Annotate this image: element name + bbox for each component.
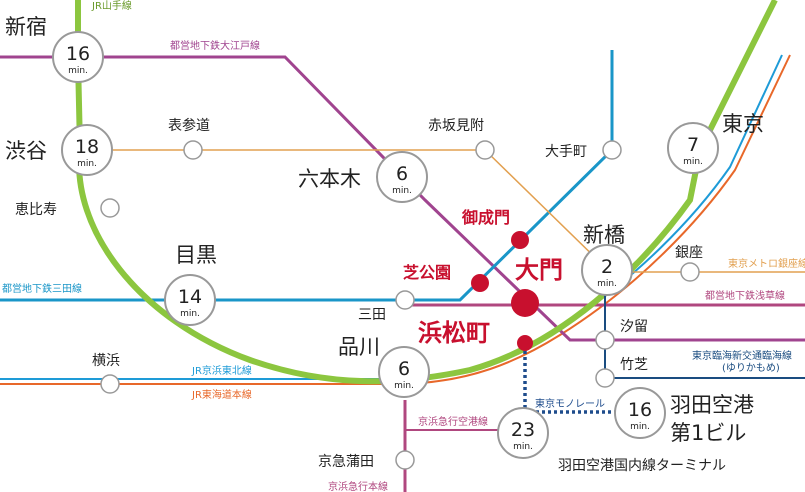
name-ginza: 銀座 <box>675 245 703 261</box>
label-tokaido: JR東海道本線 <box>191 388 252 401</box>
name-ebisu: 恵比寿 <box>15 201 57 218</box>
time-shinjuku: 16 <box>66 43 90 65</box>
line-oedo <box>0 55 805 342</box>
name-shinjuku: 新宿 <box>5 15 47 39</box>
unit-shibuya: min. <box>77 159 97 169</box>
name-takeshiba: 竹芝 <box>620 357 648 373</box>
name-daimon: 大門 <box>515 256 563 284</box>
name-shibakoen: 芝公園 <box>403 263 451 282</box>
time-circle-tokyo[interactable] <box>667 122 719 174</box>
station-dot-otemachi[interactable] <box>602 140 622 160</box>
name-shiodome: 汐留 <box>620 319 648 335</box>
station-dot-ebisu[interactable] <box>100 198 120 218</box>
line-keihin-tohoku <box>0 54 783 380</box>
time-roppongi: 6 <box>396 163 408 185</box>
time-circle-shinjuku[interactable] <box>52 31 104 83</box>
time-haneda-domestic: 23 <box>511 419 535 441</box>
time-circle-shibuya[interactable] <box>61 124 113 176</box>
label-mita: 都営地下鉄三田線 <box>2 282 82 295</box>
line-ginza <box>85 149 805 273</box>
station-dot-keikyu-kamata[interactable] <box>395 450 415 470</box>
station-dot-yokohama[interactable] <box>100 374 120 394</box>
time-circles <box>52 31 719 459</box>
name-hamamatsucho: 浜松町 <box>418 319 490 347</box>
time-circle-haneda-domestic[interactable] <box>497 407 549 459</box>
time-circle-meguro[interactable] <box>164 274 216 326</box>
time-meguro: 14 <box>178 286 202 308</box>
time-circle-roppongi[interactable] <box>376 151 428 203</box>
name-keikyu-kamata: 京急蒲田 <box>318 454 374 470</box>
time-circle-haneda-t1[interactable] <box>614 387 666 439</box>
station-dot-shibakoen[interactable] <box>471 274 489 292</box>
name-haneda-domestic: 羽田空港国内線ターミナル <box>558 458 726 474</box>
line-tokaido <box>0 54 791 385</box>
name-onarimon: 御成門 <box>461 208 510 227</box>
label-rinkai-sub: (ゆりかもめ) <box>722 362 780 374</box>
unit-tokyo: min. <box>683 157 703 167</box>
name-haneda-t1-b: 第1ビル <box>670 421 746 445</box>
time-circle-shimbashi[interactable] <box>581 244 633 296</box>
name-akasaka-mitsuke: 赤坂見附 <box>428 118 484 134</box>
unit-haneda-domestic: min. <box>513 442 533 452</box>
label-keikyu-airport: 京浜急行空港線 <box>418 415 488 428</box>
name-meguro: 目黒 <box>175 243 217 267</box>
name-omotesando: 表参道 <box>168 117 210 134</box>
label-keihin-tohoku: JR京浜東北線 <box>191 364 252 377</box>
label-oedo: 都営地下鉄大江戸線 <box>170 39 260 52</box>
name-roppongi: 六本木 <box>298 167 361 191</box>
time-shimbashi: 2 <box>601 256 613 278</box>
unit-meguro: min. <box>180 309 200 319</box>
time-haneda-t1: 16 <box>628 399 652 421</box>
line-mita <box>0 50 614 302</box>
name-otemachi: 大手町 <box>545 144 587 160</box>
label-ginza: 東京メトロ銀座線 <box>728 257 805 270</box>
label-yamanote: JR山手線 <box>91 0 132 12</box>
name-shibuya: 渋谷 <box>5 139 47 163</box>
station-dot-daimon[interactable] <box>511 289 539 317</box>
name-shimbashi: 新橋 <box>583 223 625 247</box>
station-dot-ginza[interactable] <box>680 262 700 282</box>
label-asakusa: 都営地下鉄浅草線 <box>705 289 785 302</box>
name-haneda-t1: 羽田空港 <box>670 393 754 417</box>
label-monorail: 東京モノレール <box>535 397 605 410</box>
time-shibuya: 18 <box>75 136 99 158</box>
station-dot-shiodome[interactable] <box>595 330 615 350</box>
time-tokyo: 7 <box>687 134 699 156</box>
name-mita: 三田 <box>358 307 386 323</box>
unit-shinjuku: min. <box>68 66 88 76</box>
label-rinkai: 東京臨海新交通臨海線 <box>692 349 792 362</box>
name-yokohama: 横浜 <box>92 353 120 369</box>
station-dot-takeshiba[interactable] <box>595 368 615 388</box>
unit-shimbashi: min. <box>597 279 617 289</box>
label-keikyu-main: 京浜急行本線 <box>328 480 388 492</box>
time-shinagawa: 6 <box>398 358 410 380</box>
station-dot-onarimon[interactable] <box>511 231 529 249</box>
name-shinagawa: 品川 <box>338 335 380 359</box>
unit-shinagawa: min. <box>394 381 414 391</box>
station-dot-omotesando[interactable] <box>183 140 203 160</box>
station-dot-akasaka-mitsuke[interactable] <box>475 140 495 160</box>
name-tokyo: 東京 <box>722 112 764 136</box>
small-stations <box>100 140 700 470</box>
unit-haneda-t1: min. <box>630 422 650 432</box>
station-dot-mita[interactable] <box>395 290 415 310</box>
unit-roppongi: min. <box>392 186 412 196</box>
station-dot-hamamatsucho[interactable] <box>517 335 533 351</box>
time-circle-shinagawa[interactable] <box>378 346 430 398</box>
